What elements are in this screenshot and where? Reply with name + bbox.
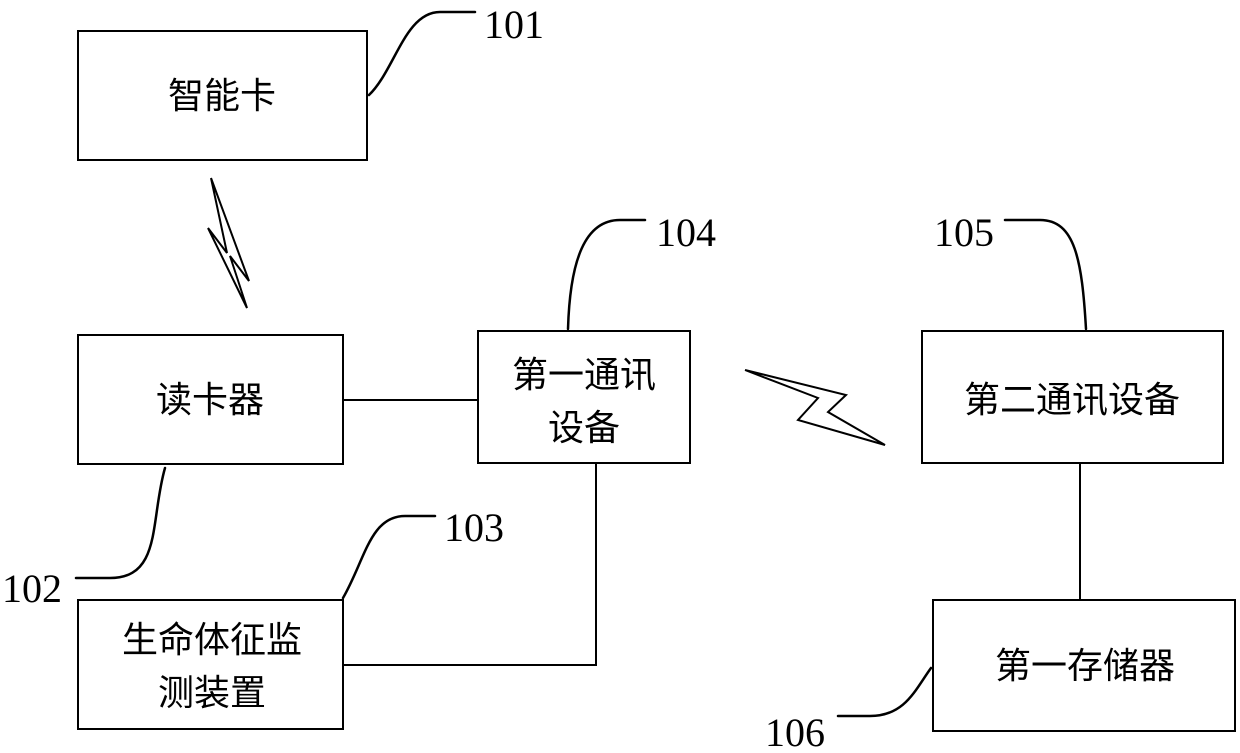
smart-card-block: 智能卡	[78, 31, 367, 160]
smart-card-label: 智能卡	[168, 76, 276, 117]
first-storage-leader	[838, 668, 931, 716]
vital-monitor-leader	[343, 516, 435, 598]
smart-card-ref: 101	[484, 2, 544, 47]
second-comm-device-block: 第二通讯设备	[922, 331, 1223, 463]
first-storage-label: 第一存储器	[995, 646, 1175, 687]
first-comm-label-line1: 第一通讯	[512, 355, 656, 396]
smart-card-leader	[369, 12, 475, 95]
first-comm-label-line2: 设备	[548, 408, 620, 449]
card-reader-leader	[76, 468, 165, 578]
first-comm-ref: 104	[656, 210, 716, 255]
wireless-link-card-reader	[208, 178, 249, 308]
vital-monitor-label-line1: 生命体征监	[122, 620, 302, 661]
second-comm-label: 第二通讯设备	[964, 380, 1180, 421]
card-reader-ref: 102	[2, 566, 62, 611]
vital-monitor-label-line2: 测装置	[158, 673, 266, 714]
wire-monitor-to-first-comm	[343, 463, 596, 665]
first-storage-ref: 106	[765, 710, 825, 753]
second-comm-ref: 105	[934, 210, 994, 255]
wireless-link-comm-devices	[745, 370, 885, 445]
first-comm-device-block: 第一通讯 设备	[478, 331, 690, 463]
card-reader-label: 读卡器	[156, 380, 264, 421]
first-storage-block: 第一存储器	[933, 600, 1235, 731]
card-reader-block: 读卡器	[78, 335, 343, 464]
second-comm-leader	[1005, 220, 1086, 329]
vital-monitor-ref: 103	[444, 505, 504, 550]
first-comm-leader	[568, 220, 645, 329]
vital-sign-monitor-block: 生命体征监 测装置	[78, 600, 343, 729]
